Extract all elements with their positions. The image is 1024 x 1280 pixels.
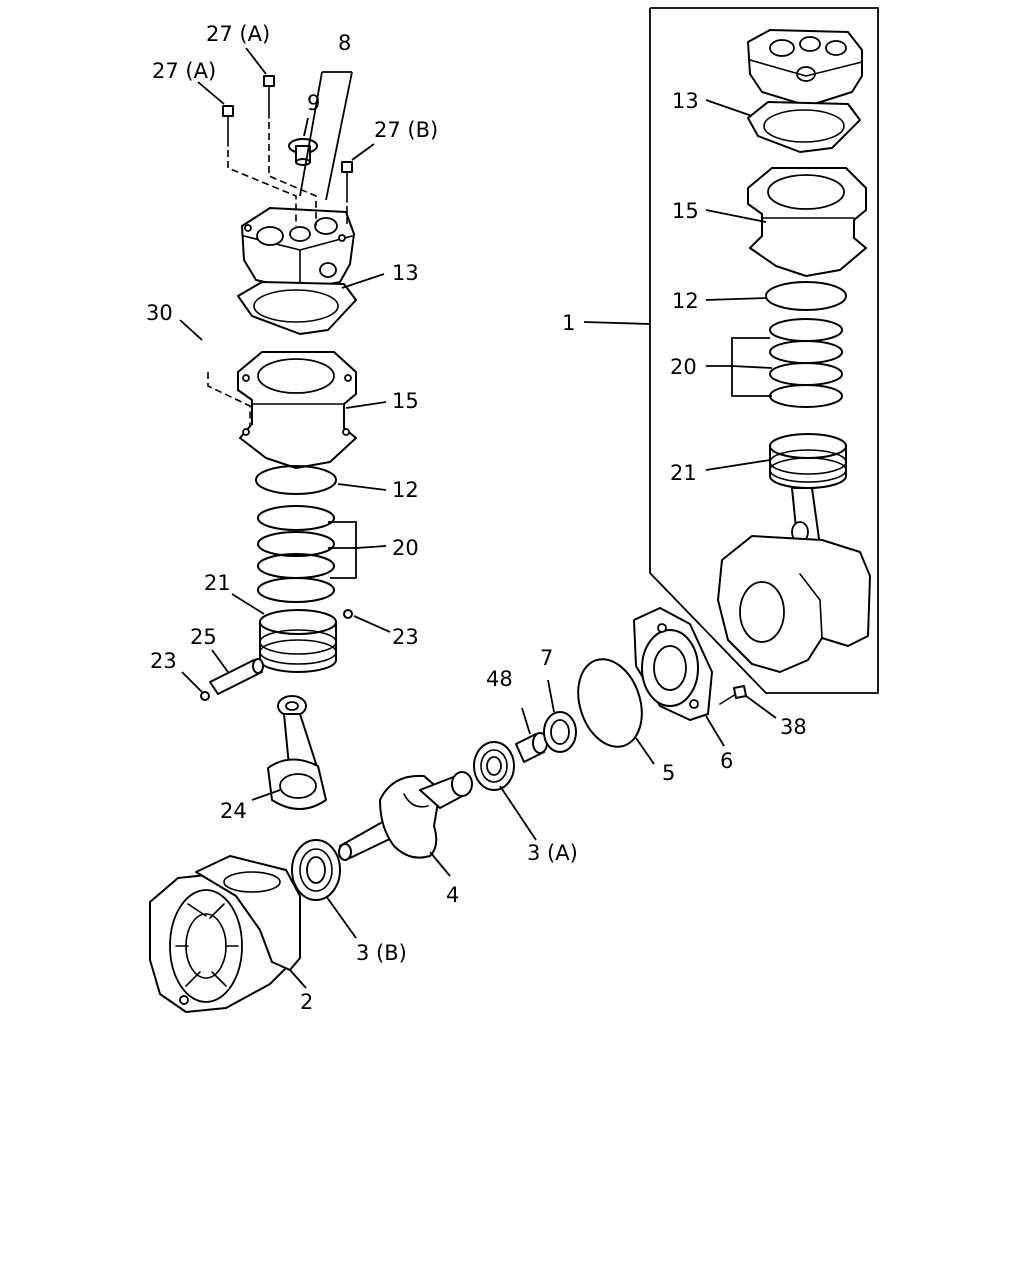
bearing-3a[interactable] <box>473 741 515 791</box>
callout-27b: 27 (B) <box>374 118 438 142</box>
connecting-rod[interactable] <box>267 695 327 810</box>
o-ring-5[interactable] <box>568 651 653 755</box>
callout-23-left: 23 <box>150 649 177 673</box>
assembly-gasket-13[interactable] <box>747 101 861 153</box>
callout-1: 1 <box>562 311 575 335</box>
callout-2: 2 <box>300 990 313 1014</box>
callout-30: 30 <box>146 301 173 325</box>
head-gasket-left[interactable] <box>237 281 357 335</box>
callout-24: 24 <box>220 799 247 823</box>
callout-5: 5 <box>662 761 675 785</box>
callout-38: 38 <box>780 715 807 739</box>
callout-6: 6 <box>720 749 733 773</box>
callout-15-right: 15 <box>672 199 699 223</box>
crankshaft[interactable] <box>338 771 473 861</box>
piston-rings-left[interactable] <box>257 505 335 603</box>
head-plug[interactable] <box>288 138 318 166</box>
assembly-piston-rings-20[interactable] <box>769 318 843 408</box>
callout-27a-top: 27 (A) <box>206 22 270 46</box>
callout-15-left: 15 <box>392 389 419 413</box>
callout-7: 7 <box>540 646 553 670</box>
snap-ring-23-right[interactable] <box>343 609 353 619</box>
callout-12-right: 12 <box>672 289 699 313</box>
assembly-o-ring-12[interactable] <box>765 281 847 311</box>
cover-bolt-38[interactable] <box>719 685 747 705</box>
assembly-rod-and-crankcase[interactable] <box>717 487 871 673</box>
callout-48: 48 <box>486 667 513 691</box>
head-bolt-27a-left[interactable] <box>222 105 234 147</box>
cylinder-head[interactable] <box>241 207 355 291</box>
assembly-cylinder-15[interactable] <box>747 167 867 277</box>
head-bolt-27a-top[interactable] <box>263 75 275 119</box>
assembly-piston-21[interactable] <box>769 433 847 489</box>
callout-8: 8 <box>338 31 351 55</box>
callout-25: 25 <box>190 625 217 649</box>
callout-9: 9 <box>307 91 320 115</box>
piston-left[interactable] <box>259 609 337 673</box>
assembly-head[interactable] <box>747 29 863 107</box>
crankcase[interactable] <box>149 855 301 1013</box>
callout-21-left: 21 <box>204 571 231 595</box>
piston-pin[interactable] <box>209 658 264 695</box>
end-cover-6[interactable] <box>633 607 713 721</box>
cylinder-left[interactable] <box>237 351 357 469</box>
o-ring-12-left[interactable] <box>255 465 337 495</box>
head-bolt-27b[interactable] <box>341 161 353 203</box>
callout-23-right: 23 <box>392 625 419 649</box>
bolt-alignment-lines <box>207 122 348 426</box>
callout-4: 4 <box>446 883 459 907</box>
assembly-frame <box>583 7 879 694</box>
oil-seal-7[interactable] <box>543 711 577 753</box>
callout-20-left: 20 <box>392 536 419 560</box>
leader-lines <box>179 47 777 989</box>
callout-12-left: 12 <box>392 478 419 502</box>
bushing-48[interactable] <box>515 732 548 763</box>
bearing-3b[interactable] <box>291 839 341 901</box>
callout-3a: 3 (A) <box>527 841 578 865</box>
callout-20-right: 20 <box>670 355 697 379</box>
callout-13-right: 13 <box>672 89 699 113</box>
callout-27a-left: 27 (A) <box>152 59 216 83</box>
callout-13-left: 13 <box>392 261 419 285</box>
snap-ring-23-left[interactable] <box>200 691 210 701</box>
callout-3b: 3 (B) <box>356 941 407 965</box>
callout-21-right: 21 <box>670 461 697 485</box>
callout-labels: 27 (A) 27 (A) 8 9 27 (B) 13 30 15 12 20 … <box>146 22 807 1014</box>
